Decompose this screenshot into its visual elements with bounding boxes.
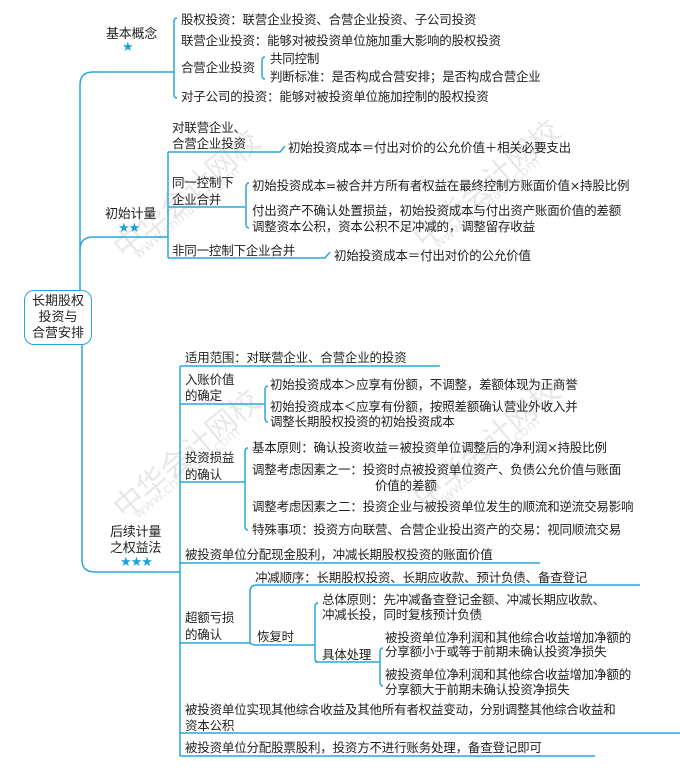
specific-label: 具体处理	[322, 647, 372, 662]
root-line: 合营安排	[31, 325, 84, 341]
star-icon: ★★	[118, 221, 140, 236]
same-control-rule: 初始投资成本=被合并方所有者权益在最终控制方账面价值×持股比例	[252, 178, 630, 193]
same-control-rule: 付出资产不确认处置损益，初始投资成本与付出资产账面价值的差额	[252, 203, 622, 218]
star-icon: ★★★	[120, 555, 153, 570]
specific-rule: 被投资单位净利润和其他综合收益增加净额的	[385, 630, 632, 645]
star-icon: ★	[122, 40, 134, 55]
specific-rule: 分享额小于或等于前期未确认投资净损失	[385, 644, 607, 659]
root-topic: 长期股权 投资与 合营安排	[24, 290, 92, 345]
income-rule: 基本原则：确认投资收益＝被投资单位调整后的净利润×持股比例	[252, 440, 607, 455]
assoc-label: 合营企业投资	[172, 136, 246, 151]
income-rule: 调整考虑因素之一：投资时点被投资单位资产、负债公允价值与账面	[252, 462, 622, 477]
equity-title: 后续计量	[110, 525, 162, 540]
basic-item: 对子公司的投资：能够对被投资单位施加控制的股权投资	[181, 89, 489, 104]
entry-label: 的确定	[185, 388, 222, 403]
scope: 适用范围：对联营企业、合营企业的投资	[185, 350, 407, 365]
brace-jv	[261, 56, 266, 80]
non-same-rule: 初始投资成本＝付出对价的公允价值	[334, 248, 531, 263]
same-control-rule: 调整资本公积，资本公积不足冲减的，调整留存收益	[252, 219, 535, 234]
same-control-label: 企业合并	[172, 192, 222, 207]
general-principle: 冲减长投，同时复核预计负债	[322, 607, 482, 622]
brace-basic	[173, 17, 178, 99]
jv-child: 判断标准：是否构成合营安排；是否构成合营企业	[270, 69, 541, 84]
non-same-label: 非同一控制下企业合并	[172, 243, 296, 258]
excess-label: 超额亏损	[185, 610, 235, 625]
basic-item: 合营企业投资	[181, 60, 255, 75]
specific-rule: 分享额大于前期未确认投资净损失	[385, 682, 570, 697]
recovery-label: 恢复时	[257, 629, 294, 644]
basic-item: 股权投资：联营企业投资、合营企业投资、子公司投资	[181, 12, 477, 27]
excess-order: 冲减顺序：长期股权投资、长期应收款、预计负债、备查登记	[255, 570, 588, 585]
root-line: 投资与	[38, 309, 78, 325]
income-rule: 特殊事项：投资方向联营、合营企业投出资产的交易：视同顺流交易	[252, 522, 622, 537]
income-rule: 价值的差额	[375, 478, 437, 493]
general-principle: 总体原则：先冲减备查登记金额、冲减长期应收款、	[322, 592, 605, 607]
basic-item: 联营企业投资：能够对被投资单位施加重大影响的股权投资	[181, 33, 501, 48]
income-label: 的确认	[185, 467, 222, 482]
oci-rule: 资本公积	[185, 718, 235, 733]
entry-label: 入账价值	[185, 372, 235, 387]
assoc-label: 对联营企业、	[172, 120, 246, 135]
income-label: 投资损益	[185, 450, 235, 465]
stock-dividend: 被投资单位分配股票股利，投资方不进行账务处理，备查登记即可	[185, 740, 542, 755]
oci-rule: 被投资单位实现其他综合收益及其他所有者权益变动，分别调整其他综合收益和	[185, 702, 616, 717]
assoc-rule: 初始投资成本＝付出对价的公允价值＋相关必要支出	[288, 140, 571, 155]
branch-basic	[79, 71, 174, 290]
basic-title: 基本概念	[106, 27, 158, 42]
excess-label: 的确认	[185, 627, 222, 642]
equity-title: 之权益法	[110, 541, 162, 556]
specific-rule: 被投资单位净利润和其他综合收益增加净额的	[385, 667, 632, 682]
root-line: 长期股权	[31, 293, 84, 309]
jv-child: 共同控制	[270, 51, 320, 66]
entry-rule: 初始投资成本＞应享有份额，不调整，差额体现为正商誉	[270, 377, 578, 392]
entry-rule: 初始投资成本＜应享有份额，按照差额确认营业外收入并	[270, 399, 578, 414]
same-control-label: 同一控制下	[172, 175, 234, 190]
initial-title: 初始计量	[105, 207, 157, 222]
branch-equity	[81, 345, 180, 573]
cash-dividend: 被投资单位分配现金股利，冲减长期股权投资的账面价值	[185, 547, 493, 562]
income-rule: 调整考虑因素之二：投资企业与被投资单位发生的顺流和逆流交易影响	[252, 499, 634, 514]
entry-rule: 调整长期股权投资的初始投资成本	[270, 414, 455, 429]
branch-initial	[79, 236, 168, 251]
